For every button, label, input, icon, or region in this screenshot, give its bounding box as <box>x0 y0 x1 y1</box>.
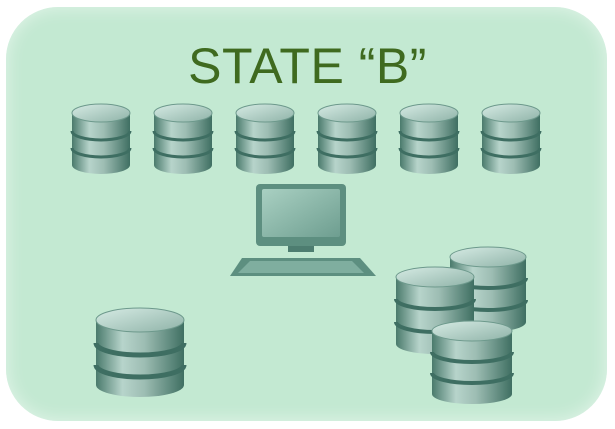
database-icon <box>93 307 187 397</box>
database-icon <box>398 103 460 174</box>
computer-terminal-icon <box>230 184 376 276</box>
state-title: STATE “B” <box>188 38 427 94</box>
database-icon <box>480 103 542 174</box>
database-icon <box>70 103 132 174</box>
database-icon <box>316 103 378 174</box>
database-icon <box>430 320 514 404</box>
database-icon <box>152 103 214 174</box>
database-icon <box>234 103 296 174</box>
